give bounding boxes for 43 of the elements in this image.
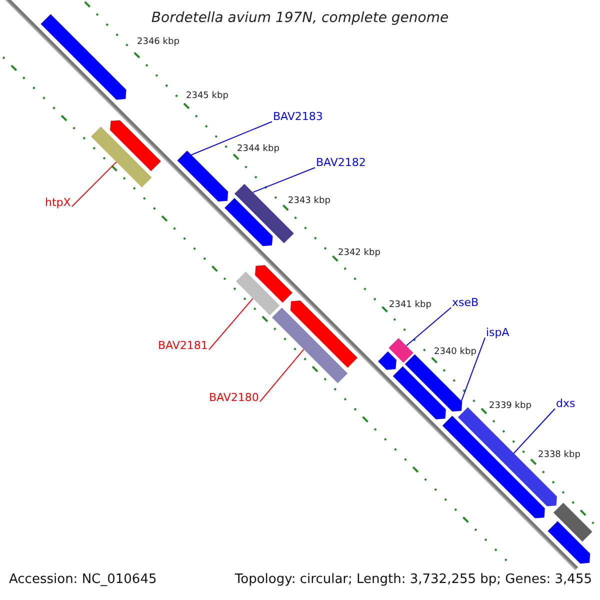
- gene-label: htpX: [45, 197, 71, 210]
- leader-line: [252, 167, 316, 193]
- leader-line: [71, 161, 117, 208]
- gene-block: [224, 198, 273, 246]
- gene-block: [553, 502, 592, 542]
- gene-label: BAV2183: [273, 111, 323, 124]
- gene-block: [290, 300, 358, 368]
- gene-block: [548, 521, 590, 564]
- gene-label: BAV2182: [316, 157, 366, 170]
- scale-label: 2341 kbp: [389, 300, 432, 310]
- gene-label: xseB: [452, 297, 479, 310]
- gene-block: [110, 120, 161, 172]
- scale-label: 2342 kbp: [338, 248, 380, 258]
- gene-block: [272, 308, 348, 384]
- gene-label: dxs: [556, 398, 576, 411]
- gene-block: [177, 150, 228, 202]
- scale-label: 2338 kbp: [538, 450, 580, 460]
- gene-block: [404, 354, 462, 412]
- gene-block: [378, 351, 396, 370]
- gene-block: [392, 366, 446, 420]
- accession-text: Accession: NC_010645: [9, 573, 157, 588]
- gene-block: [236, 272, 280, 316]
- leader-line: [406, 307, 452, 346]
- gene-block: [90, 126, 152, 188]
- gene-label: ispA: [486, 327, 510, 340]
- leader-line: [259, 348, 304, 402]
- scale-label: 2340 kbp: [434, 347, 476, 358]
- genome-info-text: Topology: circular; Length: 3,732,255 bp; Genes: 3,455: [234, 573, 592, 588]
- leader-line: [208, 298, 254, 350]
- gene-block: [388, 338, 414, 363]
- gene-block: [254, 265, 292, 303]
- leader-line: [460, 337, 486, 402]
- gene-block: [40, 14, 126, 100]
- scale-label: 2345 kbp: [186, 91, 228, 102]
- title: Bordetella avium 197N, complete genome: [150, 10, 450, 26]
- scale-label: 2339 kbp: [489, 401, 532, 412]
- scale-label: 2344 kbp: [237, 144, 280, 154]
- leader-line: [513, 408, 556, 454]
- gene-label: BAV2181: [158, 340, 208, 353]
- gene-label: BAV2180: [209, 392, 259, 405]
- leader-line: [190, 121, 272, 156]
- scale-label: 2343 kbp: [288, 196, 330, 206]
- scale-label: 2346 kbp: [137, 37, 180, 48]
